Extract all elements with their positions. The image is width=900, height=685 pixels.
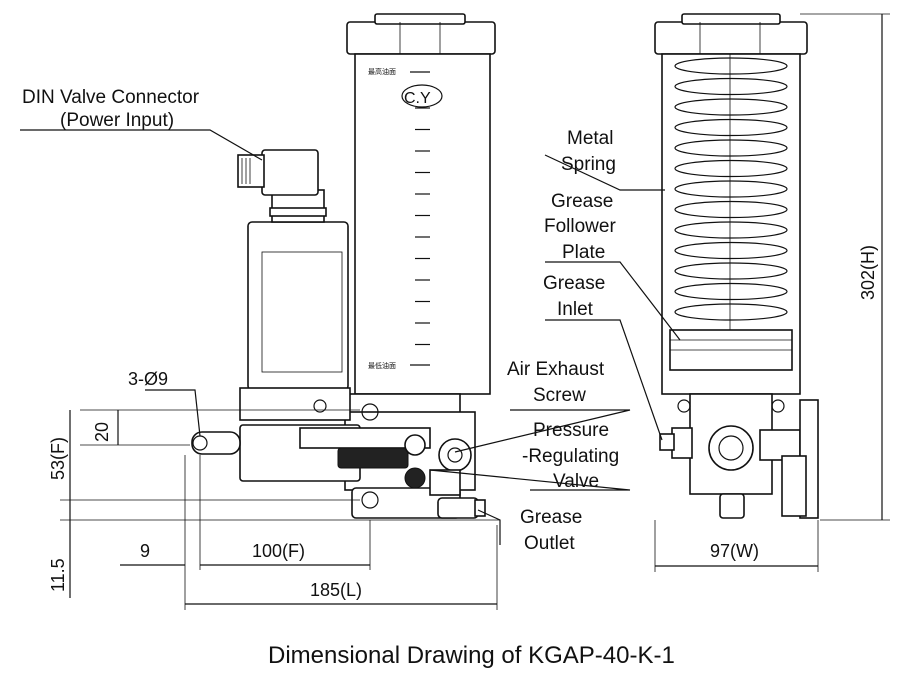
- label-follower: Follower: [544, 216, 616, 237]
- spring-coil: [674, 159, 788, 178]
- dim-185: 185(L): [310, 580, 362, 600]
- label-inlet: Inlet: [557, 299, 594, 320]
- dim-302: 302(H): [858, 245, 878, 300]
- brand-logo: C.Y: [404, 90, 431, 107]
- label-screw: Screw: [533, 385, 586, 406]
- label-pressure: Pressure: [533, 420, 609, 441]
- label-outlet-grease: Grease: [520, 507, 582, 528]
- metal-spring: [674, 57, 788, 321]
- spring-coil: [674, 118, 788, 137]
- front-view: 最高油面 最低油面 C.Y: [191, 13, 496, 519]
- spring-coil: [674, 200, 788, 219]
- label-metal: Metal: [567, 128, 613, 149]
- dim-100: 100(F): [252, 541, 305, 561]
- label-regulating: -Regulating: [522, 446, 619, 467]
- spring-coil: [674, 98, 788, 116]
- label-power-input: (Power Input): [60, 110, 174, 131]
- label-inlet-grease: Grease: [543, 273, 605, 294]
- label-plate: Plate: [562, 242, 605, 263]
- dim-11-5: 11.5: [48, 558, 68, 592]
- spring-coil: [674, 262, 788, 280]
- spring-coil: [674, 241, 788, 260]
- spring-coil: [674, 57, 788, 75]
- spring-coil: [674, 139, 788, 157]
- spring-coil: [674, 77, 788, 96]
- dim-holes: 3-Ø9: [128, 369, 168, 389]
- spring-coil: [674, 303, 788, 321]
- label-outlet: Outlet: [524, 533, 575, 554]
- min-level-mark: 最低油面: [368, 361, 396, 370]
- max-level-mark: 最高油面: [368, 67, 396, 76]
- label-spring: Spring: [561, 154, 616, 175]
- leader-lines: [20, 129, 681, 545]
- dim-9: 9: [140, 541, 150, 561]
- label-valve: Valve: [553, 471, 599, 492]
- spring-coil: [674, 221, 788, 239]
- label-din-connector: DIN Valve Connector: [22, 87, 200, 108]
- dim-53: 53(F): [48, 437, 68, 480]
- spring-coil: [674, 180, 788, 198]
- dim-97: 97(W): [710, 541, 759, 561]
- spring-coil: [674, 282, 788, 301]
- label-follower-grease: Grease: [551, 191, 613, 212]
- level-scale: [415, 107, 430, 346]
- side-view: [654, 13, 819, 519]
- dim-20: 20: [92, 422, 112, 442]
- label-air-exhaust: Air Exhaust: [507, 359, 605, 380]
- dimension-lines: [60, 13, 890, 610]
- drawing-caption: Dimensional Drawing of KGAP-40-K-1: [268, 642, 675, 669]
